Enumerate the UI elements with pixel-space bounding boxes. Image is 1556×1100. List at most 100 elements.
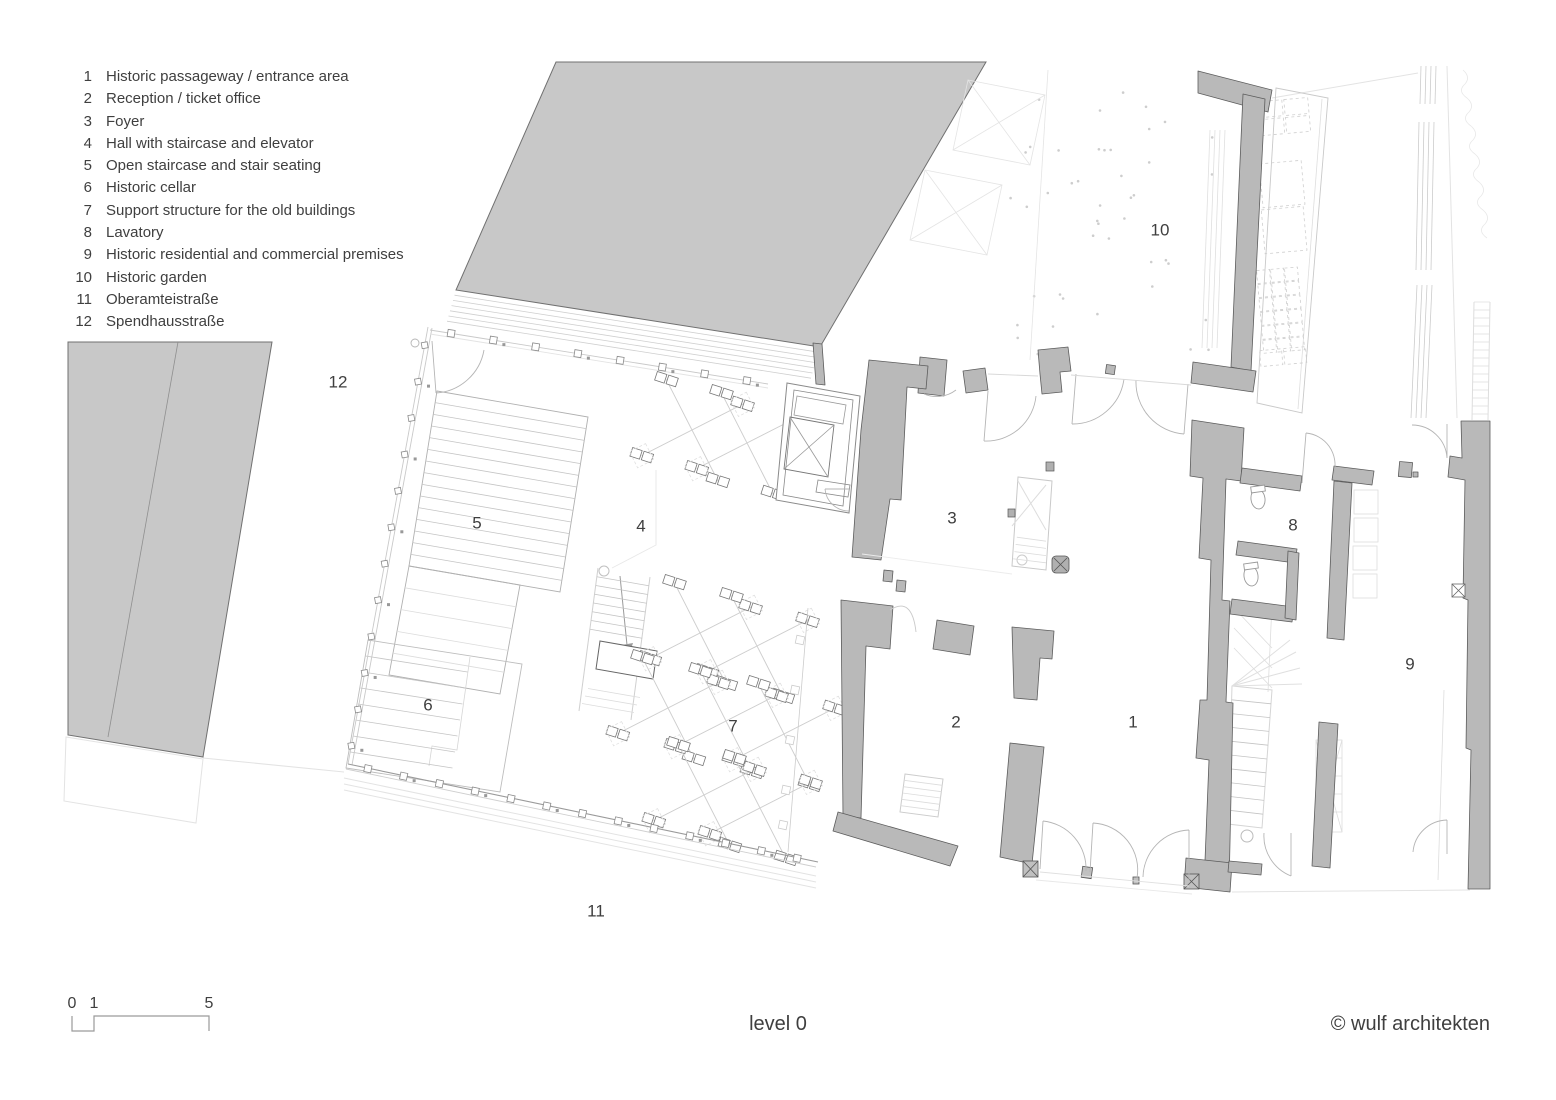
legend-item-label: Spendhausstraße	[106, 313, 225, 331]
drawing-title: level 0	[749, 1013, 807, 1035]
truss-support	[693, 586, 821, 705]
facade-lines	[345, 326, 819, 868]
room-label-3: 3	[947, 508, 956, 527]
elevator	[775, 382, 861, 514]
scale-tick: 0	[68, 995, 77, 1012]
street-label-12: 12	[329, 372, 348, 391]
legend-item-label: Hall with staircase and elevator	[106, 134, 314, 152]
room-label-9: 9	[1405, 654, 1414, 673]
legend-item-number: 8	[83, 224, 92, 242]
legend-item: 4 Hall with staircase and elevator	[64, 133, 404, 155]
site-lines	[63, 65, 1471, 893]
legend-item: 11 Oberamteistraße	[64, 289, 404, 311]
wall-2-1-lower	[999, 742, 1045, 865]
historic-west-wall	[1189, 419, 1245, 889]
reception-counter	[932, 619, 975, 656]
truss-support	[628, 370, 756, 489]
legend-item-number: 10	[75, 268, 92, 286]
room-label-4: 4	[636, 516, 645, 535]
room-label-1: 1	[1128, 712, 1137, 731]
garden-west-wall	[1230, 93, 1266, 372]
column-posts	[1022, 583, 1466, 890]
roof-neighbor-building	[67, 341, 273, 758]
lavatory-top-wall	[1239, 467, 1303, 492]
legend-item-label: Historic passageway / entrance area	[106, 68, 349, 85]
legend-item-label: Historic residential and commercial prem…	[106, 246, 404, 264]
door-post	[882, 569, 894, 583]
door-swings	[431, 340, 1448, 895]
column-block	[1051, 555, 1070, 574]
foyer-top-pier	[962, 367, 989, 394]
legend-item: 2 Reception / ticket office	[64, 88, 404, 110]
legend-item: 9 Historic residential and commercial pre…	[64, 244, 404, 266]
lavatory-right-strip	[1284, 550, 1300, 621]
foyer-top-block-right	[1037, 346, 1072, 395]
legend-item-number: 11	[76, 290, 92, 308]
legend-item-label: Historic cellar	[106, 179, 197, 197]
garden-area	[909, 69, 1226, 361]
lavatory-bottom-wall	[1229, 598, 1295, 623]
truss-support	[604, 648, 732, 767]
legend-item: 3 Foyer	[64, 111, 404, 133]
legend-item-number: 7	[83, 201, 92, 219]
legend-item-number: 3	[83, 112, 92, 130]
wall-1-9-lower	[1311, 721, 1339, 869]
legend-item: 6 Historic cellar	[64, 177, 404, 199]
facade-window-squares	[347, 328, 802, 863]
truss-support	[696, 748, 824, 867]
legend-item-label: Historic garden	[106, 268, 207, 286]
legend-item-number: 9	[83, 246, 92, 264]
door-post	[895, 579, 907, 593]
room-label-7: 7	[728, 716, 737, 735]
scale-tick: 1	[90, 995, 99, 1012]
lavatory-top-wall-r	[1331, 465, 1375, 486]
hall-east-wall-lower	[840, 599, 894, 819]
wall-2-1-upper	[1011, 626, 1055, 701]
legend-item-number: 2	[83, 90, 92, 108]
street-paving-pattern	[1410, 65, 1491, 421]
legend-item: 8 Lavatory	[64, 222, 404, 244]
room-label-8: 8	[1288, 515, 1297, 534]
wall-8-9	[1326, 480, 1353, 641]
legend-item-number: 6	[83, 179, 92, 197]
right-house-wall	[1447, 420, 1491, 890]
walls	[812, 70, 1491, 893]
truss-support	[640, 735, 768, 854]
truss-support	[662, 661, 790, 780]
legend-item-label: Reception / ticket office	[106, 90, 261, 108]
credit: © wulf architekten	[1330, 1013, 1490, 1035]
legend-item-label: Support structure for the old buildings	[106, 201, 356, 219]
room-label-6: 6	[423, 695, 432, 714]
legend-item-label: Open staircase and stair seating	[106, 157, 322, 175]
legend-item: 12 Spendhausstraße	[64, 311, 404, 333]
legend: 1 Historic passageway / entrance area 2 Rec…	[64, 66, 404, 334]
stairs	[345, 390, 1303, 843]
garden-south-wall	[1190, 361, 1257, 393]
roof-new-hall	[446, 61, 987, 379]
legend-item-number: 4	[83, 134, 92, 152]
truss-edge-line	[777, 607, 809, 853]
legend-item-label: Foyer	[106, 112, 145, 130]
entrance-pier-arm	[1227, 860, 1263, 876]
legend-item-number: 12	[75, 313, 92, 331]
legend-item: 5 Open staircase and stair seating	[64, 155, 404, 177]
legend-item: 1 Historic passageway / entrance area	[64, 66, 404, 88]
roof-link-wall	[812, 342, 826, 386]
skylight-outlines	[909, 69, 1049, 361]
toilet-fixtures	[1243, 484, 1266, 587]
legend-item-label: Lavatory	[106, 224, 164, 242]
south-wall-chunk	[832, 811, 959, 867]
greenhouse-strip	[1256, 87, 1329, 414]
legend-item-label: Oberamteistraße	[106, 290, 219, 308]
scale-tick: 5	[205, 995, 214, 1012]
hall-east-wall-upper	[851, 359, 929, 561]
legend-item-number: 1	[83, 68, 92, 85]
legend-item-number: 5	[83, 157, 92, 175]
room-label-2: 2	[951, 712, 960, 731]
legend-item: 7 Support structure for the old buildings	[64, 200, 404, 222]
